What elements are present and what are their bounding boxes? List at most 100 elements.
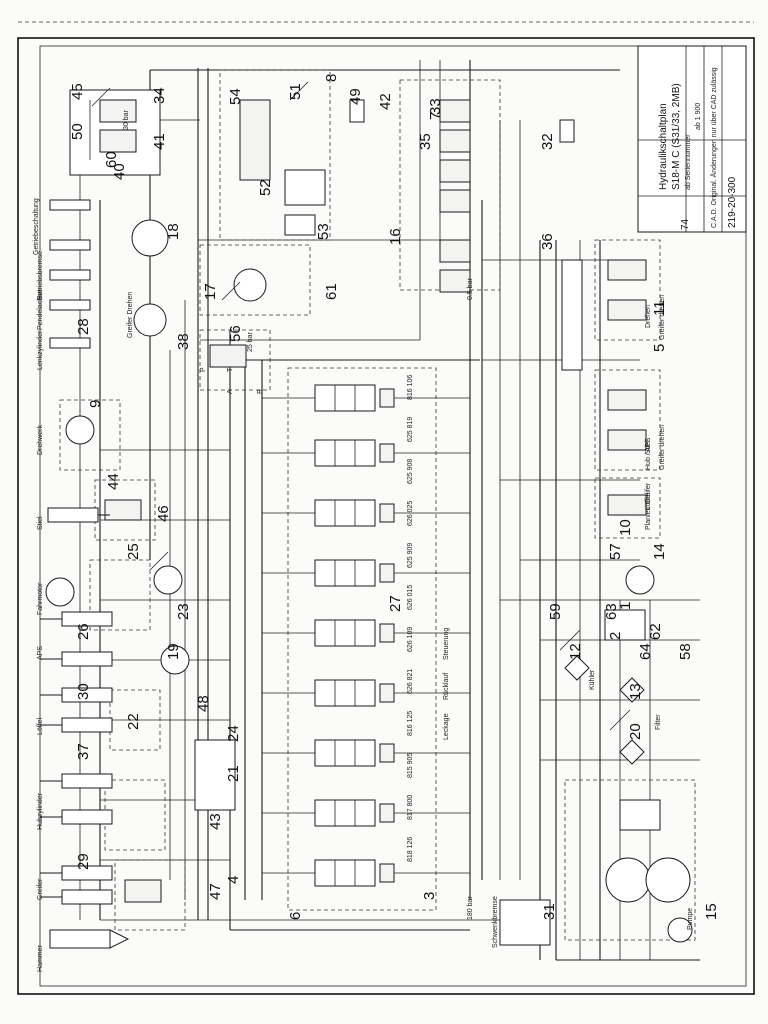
directional-valve [314,679,376,707]
right-block-label: Planier/ Greifer [645,482,652,530]
directional-valve [314,619,376,647]
valve-code: 626 015 [407,585,414,610]
part-number: 22 [125,713,142,730]
part-number: 41 [151,133,168,150]
misc-label: 30 bar [123,109,130,130]
electric-motor [667,917,693,943]
valve-solenoid [379,863,395,883]
pump-2 [645,857,691,903]
part-number: 2 [607,632,624,640]
part-number: 19 [165,643,182,660]
main-pump-unit [564,779,696,941]
part-number: 4 [225,876,242,884]
part-number: 47 [207,883,224,900]
part-number: 44 [105,473,122,490]
part-number: 25 [125,543,142,560]
valve-code: 625 908 [407,459,414,484]
part-number: 40 [111,163,128,180]
part-number: 28 [75,318,92,335]
valve-code: 815 905 [407,753,414,778]
right-block-label: Greifer drehen [659,295,666,340]
subtitle-text: ab Seriennummer [685,134,692,190]
part-number: 31 [541,903,558,920]
valve-solenoid [379,623,395,643]
valve-solenoid [379,743,395,763]
block-planier [594,477,661,539]
part-number: 16 [387,228,404,245]
part-number: 8 [323,74,340,82]
cylinders [40,199,130,949]
part-number: 64 [637,643,654,660]
component-label-pendel: Pendelachse [37,289,44,330]
part-number: 50 [69,123,86,140]
drawing-number: 219-20-300 [727,176,738,228]
right-block-label: Hub / APS [645,437,652,470]
directional-valve [314,559,376,587]
part-number: 62 [647,623,664,640]
part-number: 42 [377,93,394,110]
misc-label: B [257,389,264,394]
part-number: 56 [227,325,244,342]
cooler-12 [564,655,590,681]
misc-label: 180 bar [467,896,474,920]
part-number: 13 [627,683,644,700]
part-number: 57 [607,543,624,560]
component-label-fahr: Fahrmotor [37,582,44,615]
component-label-aps: APS [37,646,44,660]
part-number: 58 [677,643,694,660]
motor-18 [131,219,169,257]
valve-code: 818 126 [407,837,414,862]
cad-note: C.A.D. Original. Änderungen nur über CAD… [710,67,718,228]
block-stiel [594,369,661,471]
part-number: 61 [323,283,340,300]
component-label-brake: Betriebsbremse [37,251,44,300]
part-number: 32 [539,133,556,150]
part-number: 20 [627,723,644,740]
part-number: 12 [567,643,584,660]
valve-solenoid [379,503,395,523]
misc-label: 25 bar [247,331,254,352]
part-number: 38 [175,333,192,350]
part-number: 5 [651,344,668,352]
misc-label: A [227,389,234,394]
valve-code: 817 800 [407,795,414,820]
part-number: 45 [69,83,86,100]
part-number: 23 [175,603,192,620]
part-number: 26 [75,623,92,640]
right-block-label: Greifer drehen [659,425,666,470]
part-number: 17 [202,283,219,300]
swing-brake-31 [499,899,551,946]
part-number: 29 [75,853,92,870]
part-number: 24 [225,725,242,742]
valve-solenoid [379,683,395,703]
valve-code: 626 109 [407,627,414,652]
misc-label: T [227,367,234,372]
filter-20 [619,739,645,765]
part-number: 11 [651,300,668,316]
sheet-number: 74 [680,218,691,230]
pump-unit-17 [199,244,311,316]
part-number: 63 [603,603,620,620]
part-number: 37 [75,743,92,760]
right-block-label: Stiel [645,440,652,454]
part-number: 46 [155,505,172,522]
valve-code: 625 909 [407,543,414,568]
filter-13 [619,677,645,703]
valve-solenoid [379,388,395,408]
swing-motor-group [59,399,121,471]
travel-motor-group [89,559,151,631]
part-number: 14 [651,543,668,560]
directional-valve [314,384,376,412]
misc-label: Rücklauf [443,673,450,700]
valve-code: 626 821 [407,669,414,694]
part-number: 52 [257,179,274,196]
part-number: 53 [315,223,332,240]
component-label-grab: Greifer Drehen [127,292,134,338]
part-number: 18 [165,223,182,240]
component-label-hammer: Hammer [37,944,44,972]
